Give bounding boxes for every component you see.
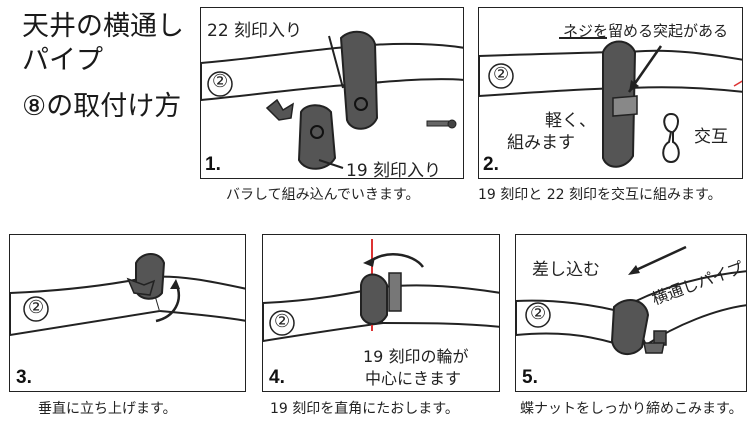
step-4-number: 4. [269, 367, 285, 388]
step-4-label-2: 中心にきます [365, 369, 462, 388]
step-5-label-insert: 差し込む [532, 260, 600, 280]
step-1-caption: バラして組み込んでいきます。 [226, 187, 420, 203]
pipe-marker-1: ② [212, 71, 229, 92]
step-3-number: 3. [16, 367, 32, 388]
step-5-panel: 差し込む 横通しパイプ ② 5. [515, 234, 747, 392]
step-5-illustration [516, 245, 746, 356]
step-1-number: 1. [205, 154, 221, 175]
step-3-panel: ② 3. [9, 234, 246, 392]
step-2-label-alt: 交互 [694, 127, 728, 147]
pipe-marker-5: ② [530, 303, 547, 324]
step-3-caption: 垂直に立ち上げます。 [38, 401, 177, 417]
step-1-illustration [201, 30, 463, 170]
step-4-caption: 19 刻印を直角にたおします。 [270, 401, 459, 417]
alternate-clamp-icon [662, 112, 680, 164]
step-2-label-mid1: 軽く、 [545, 111, 596, 131]
step-5-number: 5. [522, 367, 538, 388]
bolt-icon [426, 119, 457, 129]
step-2-illustration [479, 37, 742, 168]
step-4-label-1: 19 刻印の輪が [363, 347, 469, 366]
step-2-panel: ネジを留める突起がある 軽く、 組みます 交互 ② 2. [478, 7, 743, 179]
step-4-illustration [263, 239, 499, 343]
step-3-illustration [10, 253, 245, 337]
title-line-3: ⑧の取付け方 [22, 91, 182, 122]
title-line-2: パイプ [22, 45, 103, 76]
step-4-panel: 19 刻印の輪が 中心にきます ② 4. [262, 234, 500, 392]
step-5-caption: 蝶ナットをしっかり締めこみます。 [520, 401, 743, 417]
step-2-number: 2. [483, 154, 499, 175]
step-2-caption: 19 刻印と 22 刻印を交互に組みます。 [478, 187, 722, 203]
step-1-label-22: 22 刻印入り [207, 21, 303, 41]
step-1-label-19: 19 刻印入り [346, 161, 442, 179]
step-2-label-mid2: 組みます [507, 133, 575, 153]
pipe-marker-2: ② [493, 64, 510, 85]
step-1-panel: 22 刻印入り 19 刻印入り ② 1. [200, 7, 464, 179]
step-2-label-top: ネジを留める突起がある [563, 22, 729, 40]
pipe-marker-3: ② [28, 297, 45, 318]
pipe-marker-4: ② [274, 311, 291, 332]
title-line-1: 天井の横通し [22, 11, 184, 42]
wing-nut-icon [265, 98, 294, 121]
